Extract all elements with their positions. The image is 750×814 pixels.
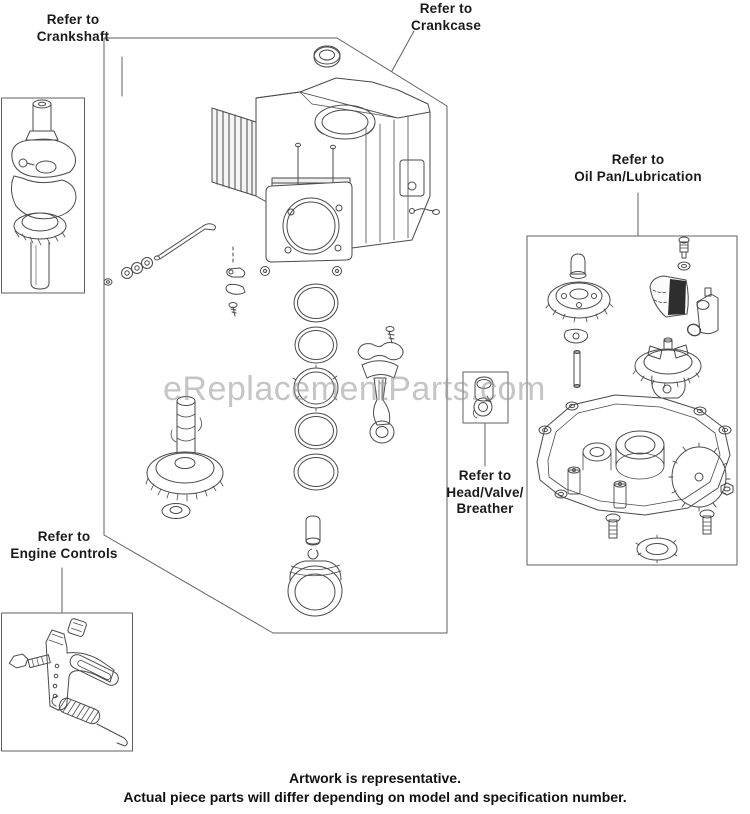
- governor-assembly: [632, 337, 702, 399]
- head-valve-part-drawing: [473, 376, 494, 419]
- small-clips: [225, 246, 246, 317]
- crankshaft-drawing: [10, 99, 77, 290]
- callout-head-valve-breather: Refer to Head/Valve/ Breather: [446, 468, 524, 516]
- governor-gear: [545, 281, 614, 323]
- crankcase-drawing: [103, 45, 440, 617]
- oil-screen: [649, 275, 689, 318]
- oil-pump: [686, 287, 719, 337]
- governor-bolt: [8, 653, 51, 669]
- crankcase-leader-line: [391, 30, 415, 72]
- callout-crankcase: Refer to Crankcase: [410, 1, 482, 33]
- engine-controls-drawing: [8, 618, 128, 747]
- oil-seal: [313, 45, 341, 68]
- governor-arm: [45, 629, 115, 711]
- oil-pan-body: [536, 394, 732, 516]
- piston-pin: [305, 515, 321, 560]
- section-boxes: [1, 37, 738, 752]
- camshaft: [145, 396, 224, 519]
- engine-controls-box: [1, 612, 133, 752]
- control-lever: [69, 654, 119, 686]
- control-nut: [67, 618, 87, 637]
- governor-shaft: [103, 223, 216, 286]
- callout-engine-controls: Refer to Engine Controls: [10, 529, 118, 561]
- footer-line1: Artwork is representative.: [289, 770, 461, 786]
- oil-seal-pan: [635, 534, 678, 564]
- relief-valve: [677, 236, 691, 271]
- cooling-fins: [211, 107, 257, 197]
- cylinder-gasket: [265, 181, 353, 263]
- breather-fitting: [409, 208, 440, 215]
- piston-rings: [292, 283, 339, 491]
- crankshaft-box: [1, 97, 85, 294]
- footer-line2: Actual piece parts will differ depending…: [123, 788, 627, 805]
- pan-bolts: [605, 482, 734, 539]
- crankcase-box: [103, 37, 448, 634]
- callout-oil-pan: Refer to Oil Pan/Lubrication: [574, 152, 702, 184]
- piston: [287, 560, 343, 617]
- callout-crankshaft: Refer to Crankshaft: [36, 12, 110, 44]
- connecting-rod: [357, 326, 404, 444]
- oil-pan-box: [526, 235, 738, 566]
- leader-lines: [61, 30, 639, 613]
- head-valve-breather-box: [462, 371, 509, 424]
- governor-spring: [51, 695, 128, 747]
- footer-disclaimer: Artwork is representative. Actual piece …: [0, 769, 750, 806]
- oil-pan-drawing: [536, 236, 734, 564]
